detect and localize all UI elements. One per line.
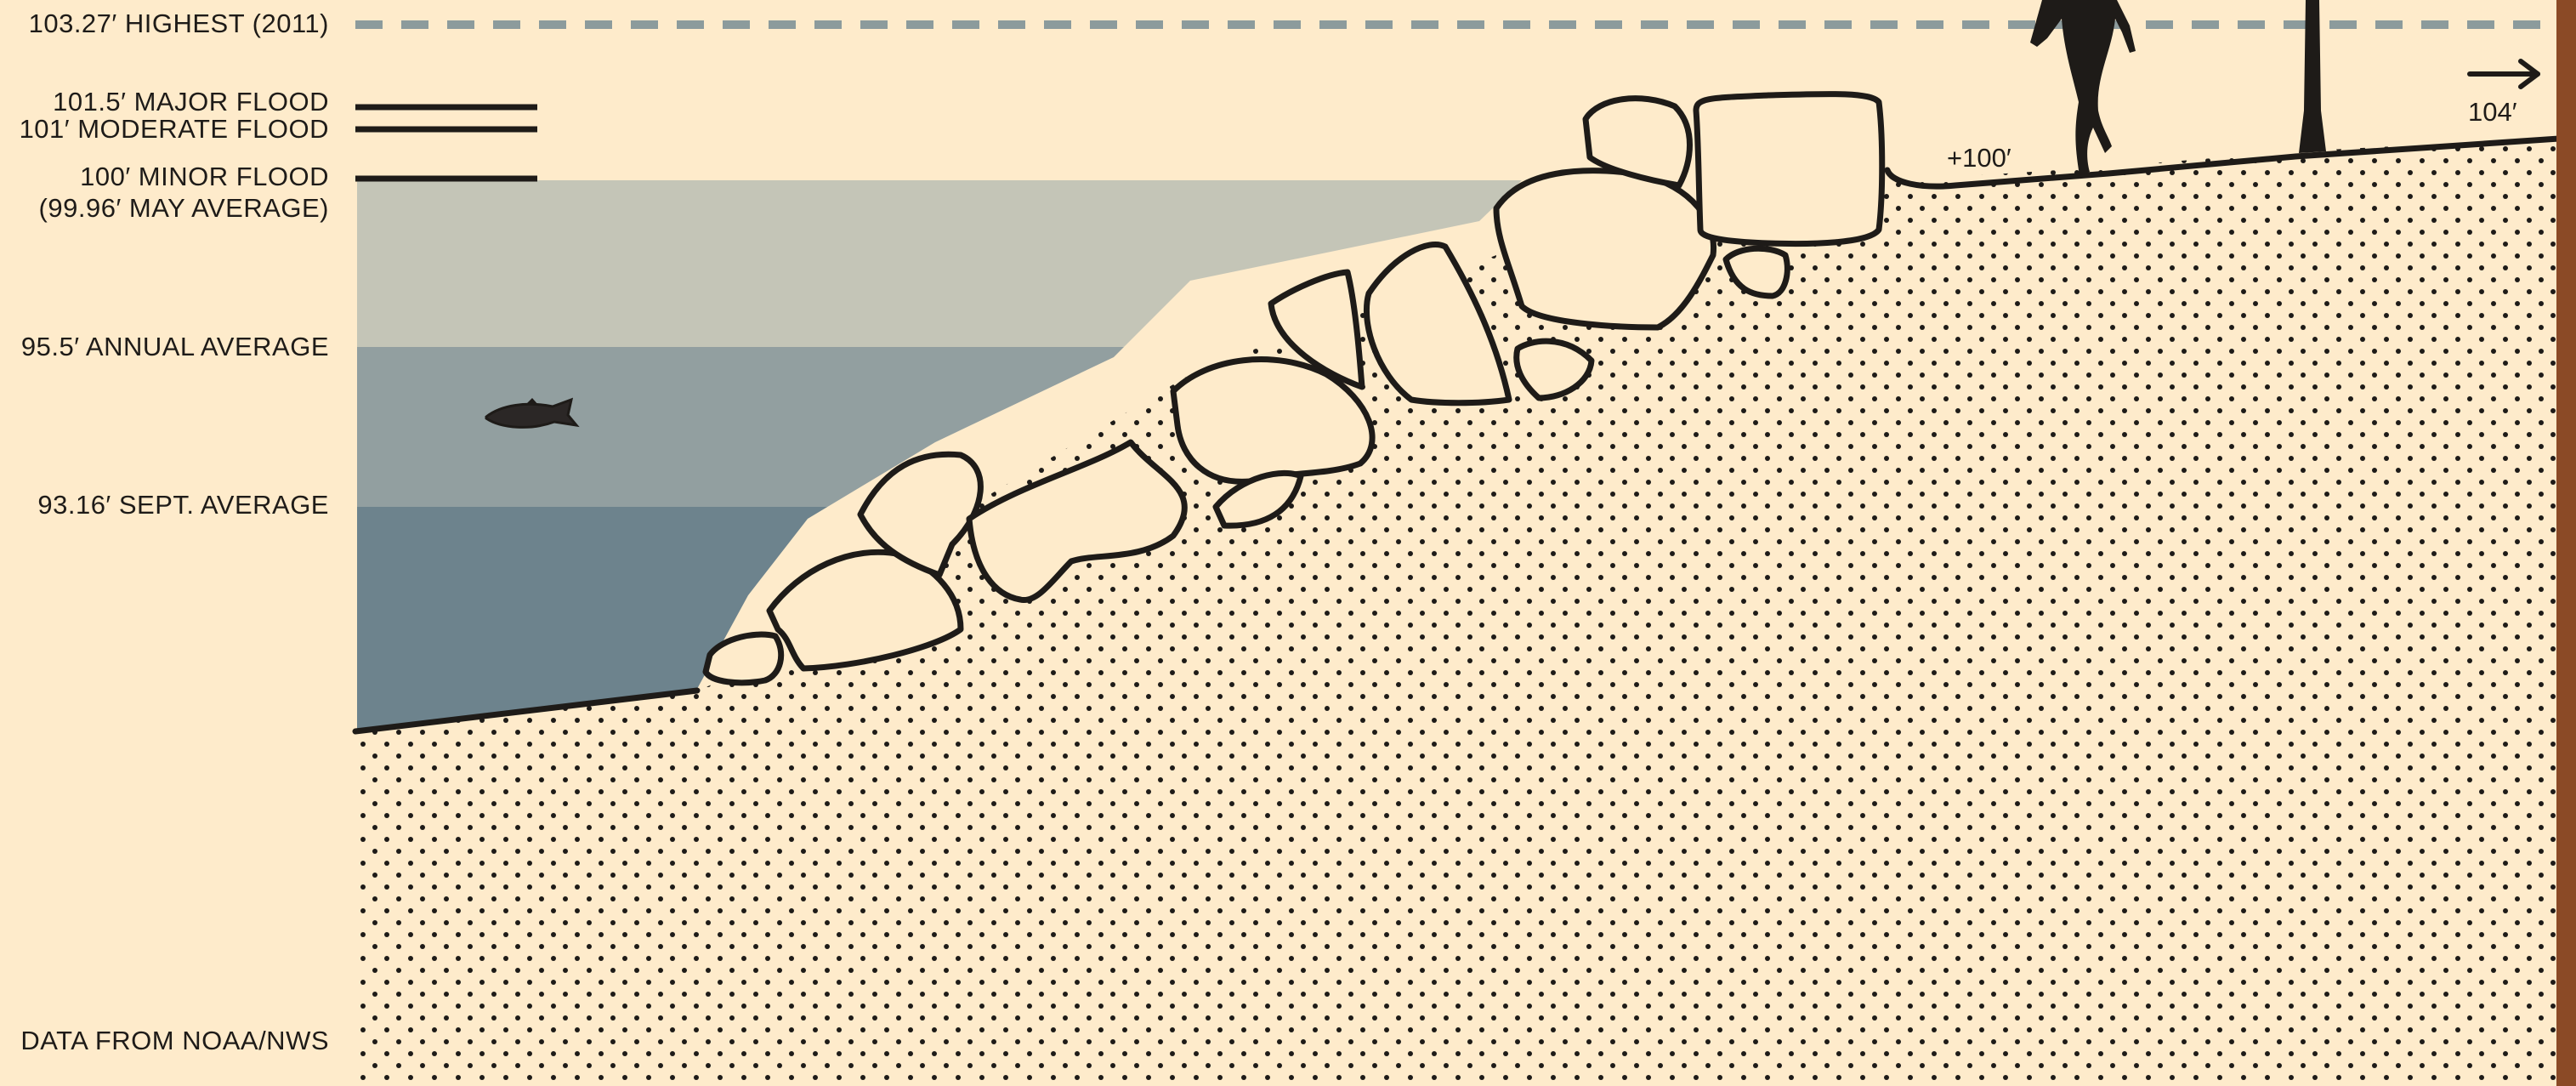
arrow-right-icon <box>2470 61 2538 87</box>
moderate-flood-label: 101′ MODERATE FLOOD <box>20 114 329 145</box>
minor-flood-label: 100′ MINOR FLOOD <box>80 162 329 192</box>
highest-level-label: 103.27′ HIGHEST (2011) <box>29 9 329 39</box>
sept-average-label: 93.16′ SEPT. AVERAGE <box>37 490 329 520</box>
plus100-label: +100′ <box>1947 143 2011 173</box>
annual-average-label: 95.5′ ANNUAL AVERAGE <box>21 332 329 362</box>
source-note: DATA FROM NOAA/NWS <box>20 1026 329 1056</box>
may-average-label: (99.96′ MAY AVERAGE) <box>39 193 329 224</box>
person-icon <box>2030 0 2136 175</box>
major-flood-label: 101.5′ MAJOR FLOOD <box>53 87 329 117</box>
edge-bar <box>2556 0 2576 1086</box>
rock <box>1496 171 1714 327</box>
distance-label: 104′ <box>2468 97 2517 128</box>
rock <box>1696 94 1882 243</box>
